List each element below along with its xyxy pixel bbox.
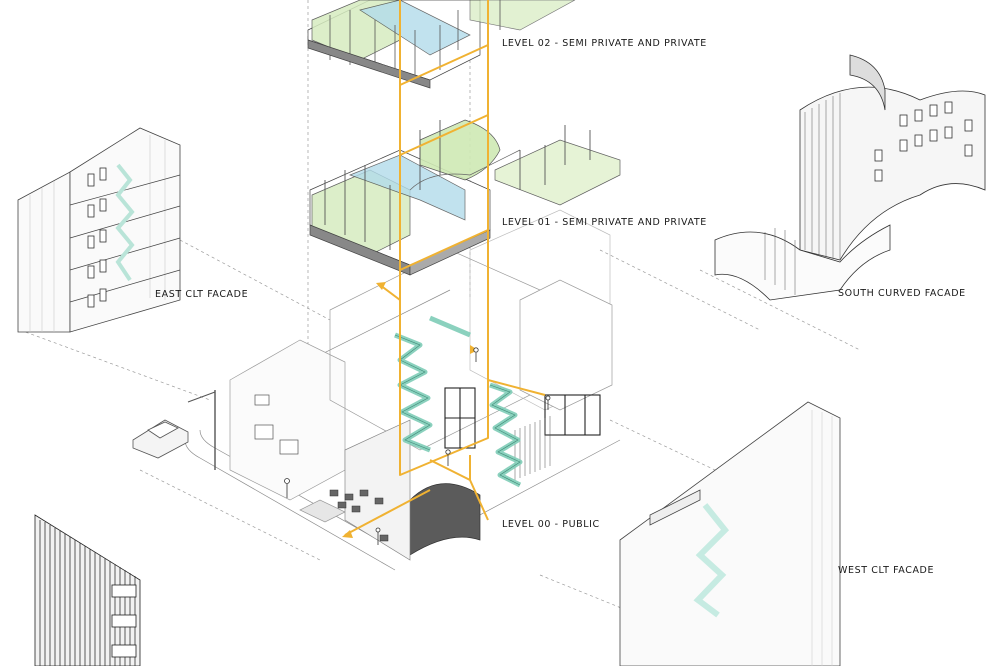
east-clt-facade bbox=[17, 127, 181, 333]
stair-edges bbox=[394, 334, 521, 486]
west-clt-facade bbox=[619, 401, 841, 666]
east-facade-label: EAST CLT FACADE bbox=[155, 289, 249, 300]
level-02-label: LEVEL 02 - SEMI PRIVATE AND PRIVATE bbox=[502, 38, 707, 49]
west-facade-label: WEST CLT FACADE bbox=[838, 565, 935, 576]
south-facade-label: SOUTH CURVED FACADE bbox=[838, 288, 966, 299]
people-figures bbox=[284, 347, 551, 545]
north-facade bbox=[34, 514, 141, 666]
ground-floor-massing bbox=[229, 209, 613, 561]
level-01-label: LEVEL 01 - SEMI PRIVATE AND PRIVATE bbox=[502, 217, 707, 228]
street-context bbox=[132, 289, 621, 571]
level-00-label: LEVEL 00 - PUBLIC bbox=[502, 519, 600, 530]
stairs bbox=[394, 315, 523, 488]
circulation-paths bbox=[344, 0, 546, 536]
south-curved-facade bbox=[714, 54, 986, 301]
level-01-floor-plate bbox=[309, 119, 621, 276]
